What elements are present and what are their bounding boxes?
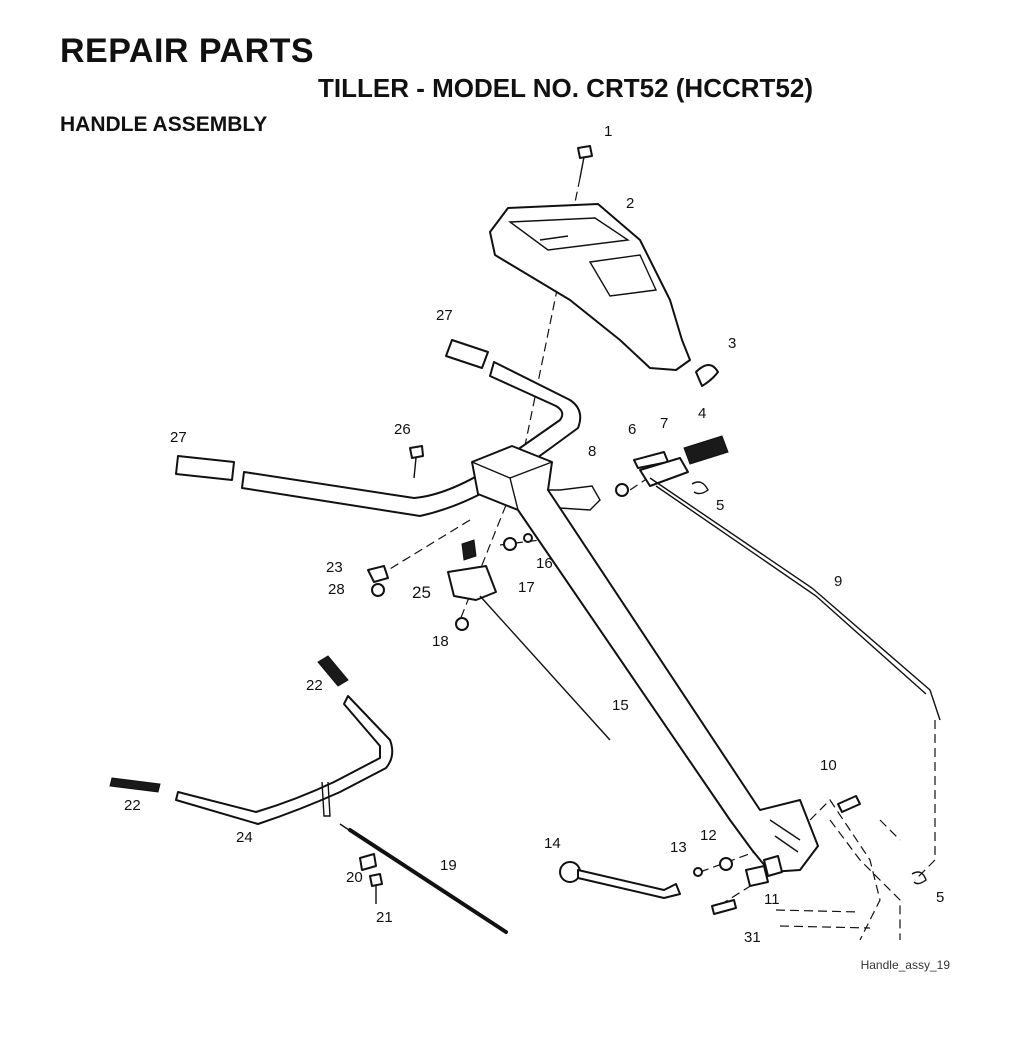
callout-14: 14 xyxy=(544,835,561,852)
callout-labels: 1 2 3 4 5 6 7 8 9 10 11 12 13 14 15 16 1… xyxy=(124,123,944,946)
figure-reference: Handle_assy_19 xyxy=(860,958,950,972)
callout-9: 9 xyxy=(834,573,842,590)
callout-12: 12 xyxy=(700,827,717,844)
part-10-bolt xyxy=(837,795,861,813)
part-16-washer xyxy=(523,533,533,543)
callout-13: 13 xyxy=(670,839,687,856)
callout-11: 11 xyxy=(764,891,780,908)
part-19-cable xyxy=(339,823,508,934)
part-23-28-clamp xyxy=(367,565,389,597)
callout-26: 26 xyxy=(394,421,411,438)
page-title: REPAIR PARTS xyxy=(60,32,315,70)
part-4-grip xyxy=(683,435,729,465)
callout-15: 15 xyxy=(612,697,629,714)
part-18-nut xyxy=(455,617,469,631)
callout-23: 23 xyxy=(326,559,343,576)
callout-28: 28 xyxy=(328,581,345,598)
callout-16: 16 xyxy=(536,555,553,572)
part-25-bracket xyxy=(447,539,611,741)
part-9-rod xyxy=(649,477,941,721)
part-22-grip-upper xyxy=(317,655,349,687)
callout-19: 19 xyxy=(440,857,457,874)
part-2-console xyxy=(489,203,691,371)
part-5-pin-lower xyxy=(911,871,927,885)
part-12-nut xyxy=(719,857,733,871)
part-17-nut xyxy=(503,537,517,551)
callout-21: 21 xyxy=(376,909,393,926)
callout-5: 5 xyxy=(716,497,724,514)
part-1-bolt xyxy=(577,145,593,179)
callout-31: 31 xyxy=(744,929,761,946)
callout-2: 2 xyxy=(626,195,634,212)
callout-22: 22 xyxy=(306,677,323,694)
tiller-frame xyxy=(775,799,901,941)
callout-4: 4 xyxy=(698,405,706,422)
callout-3: 3 xyxy=(728,335,736,352)
model-title: TILLER - MODEL NO. CRT52 (HCCRT52) xyxy=(318,73,813,103)
part-24-bail xyxy=(175,695,394,825)
part-22-grip-left xyxy=(109,777,161,793)
callout-8: 8 xyxy=(588,443,596,460)
part-27-grip-left xyxy=(175,455,235,481)
callout-18: 18 xyxy=(432,633,449,650)
callout-24: 24 xyxy=(236,829,253,846)
section-title: HANDLE ASSEMBLY xyxy=(60,113,268,136)
part-31-bolt xyxy=(711,899,737,915)
callout-10: 10 xyxy=(820,757,837,774)
part-27-grip-upper xyxy=(445,339,489,369)
part-5-pin-upper xyxy=(691,481,709,495)
callout-27: 27 xyxy=(436,307,453,324)
part-13-washer xyxy=(693,867,703,877)
callout-17: 17 xyxy=(518,579,535,596)
part-11-spacer xyxy=(745,865,769,887)
part-20-clamp xyxy=(359,853,377,871)
callout-6: 6 xyxy=(628,421,636,438)
part-6-7-8-pivot xyxy=(615,451,689,497)
callout-25: 25 xyxy=(412,583,431,602)
callout-1: 1 xyxy=(604,123,612,140)
callout-5-b: 5 xyxy=(936,889,944,906)
part-14-lever xyxy=(559,861,681,899)
part-21-screw xyxy=(369,873,383,904)
part-3-clip xyxy=(695,364,719,387)
callout-20: 20 xyxy=(346,869,363,886)
callout-22-b: 22 xyxy=(124,797,141,814)
part-26-bolt xyxy=(409,445,424,479)
callout-27-b: 27 xyxy=(170,429,187,446)
callout-7: 7 xyxy=(660,415,668,432)
part-15-handle-tube xyxy=(471,445,819,873)
